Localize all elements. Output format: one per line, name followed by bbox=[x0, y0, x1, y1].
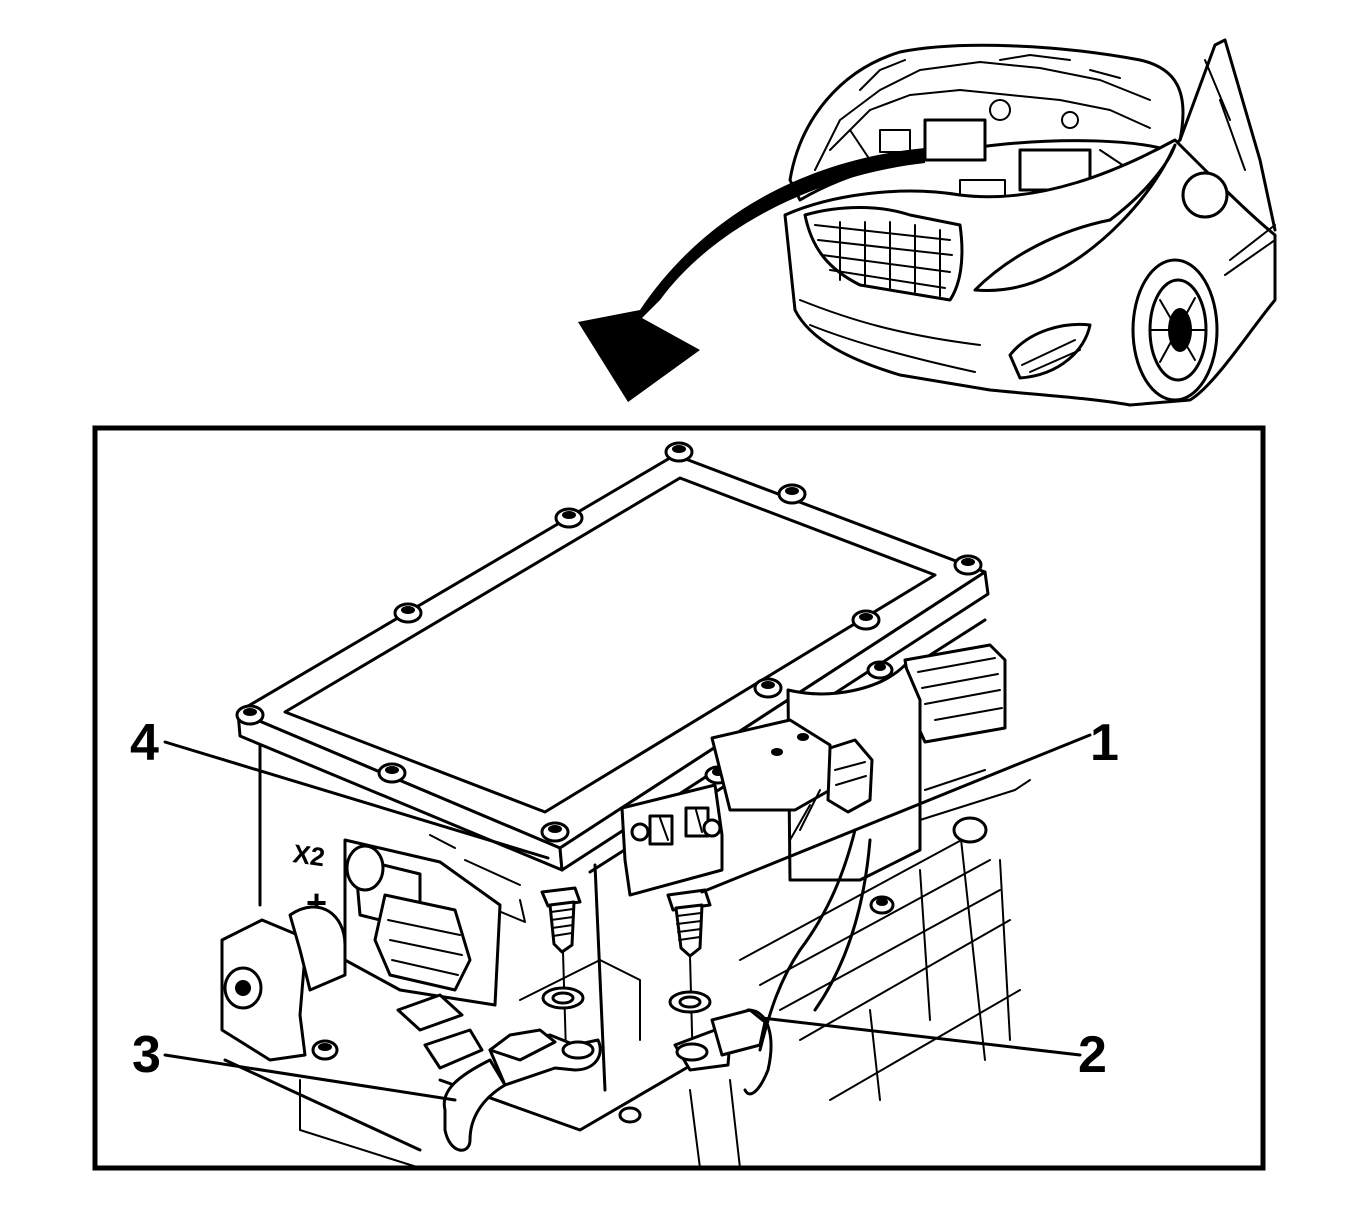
detail-view: X2 + bbox=[163, 441, 1092, 1169]
vehicle-front-icon bbox=[783, 38, 1277, 407]
ring-terminal bbox=[442, 1028, 602, 1152]
connector-id-text: X2 bbox=[291, 838, 327, 872]
lid-bolt bbox=[235, 441, 983, 843]
callout-3: 3 bbox=[132, 1026, 161, 1084]
curved-arrow-icon bbox=[578, 148, 925, 402]
screw-fastener bbox=[540, 886, 585, 1053]
callout-4: 4 bbox=[130, 714, 159, 772]
callout-2: 2 bbox=[1078, 1026, 1107, 1084]
ring-terminal bbox=[673, 1008, 773, 1096]
callout-1: 1 bbox=[1090, 714, 1119, 772]
screw-fastener bbox=[666, 888, 712, 1071]
